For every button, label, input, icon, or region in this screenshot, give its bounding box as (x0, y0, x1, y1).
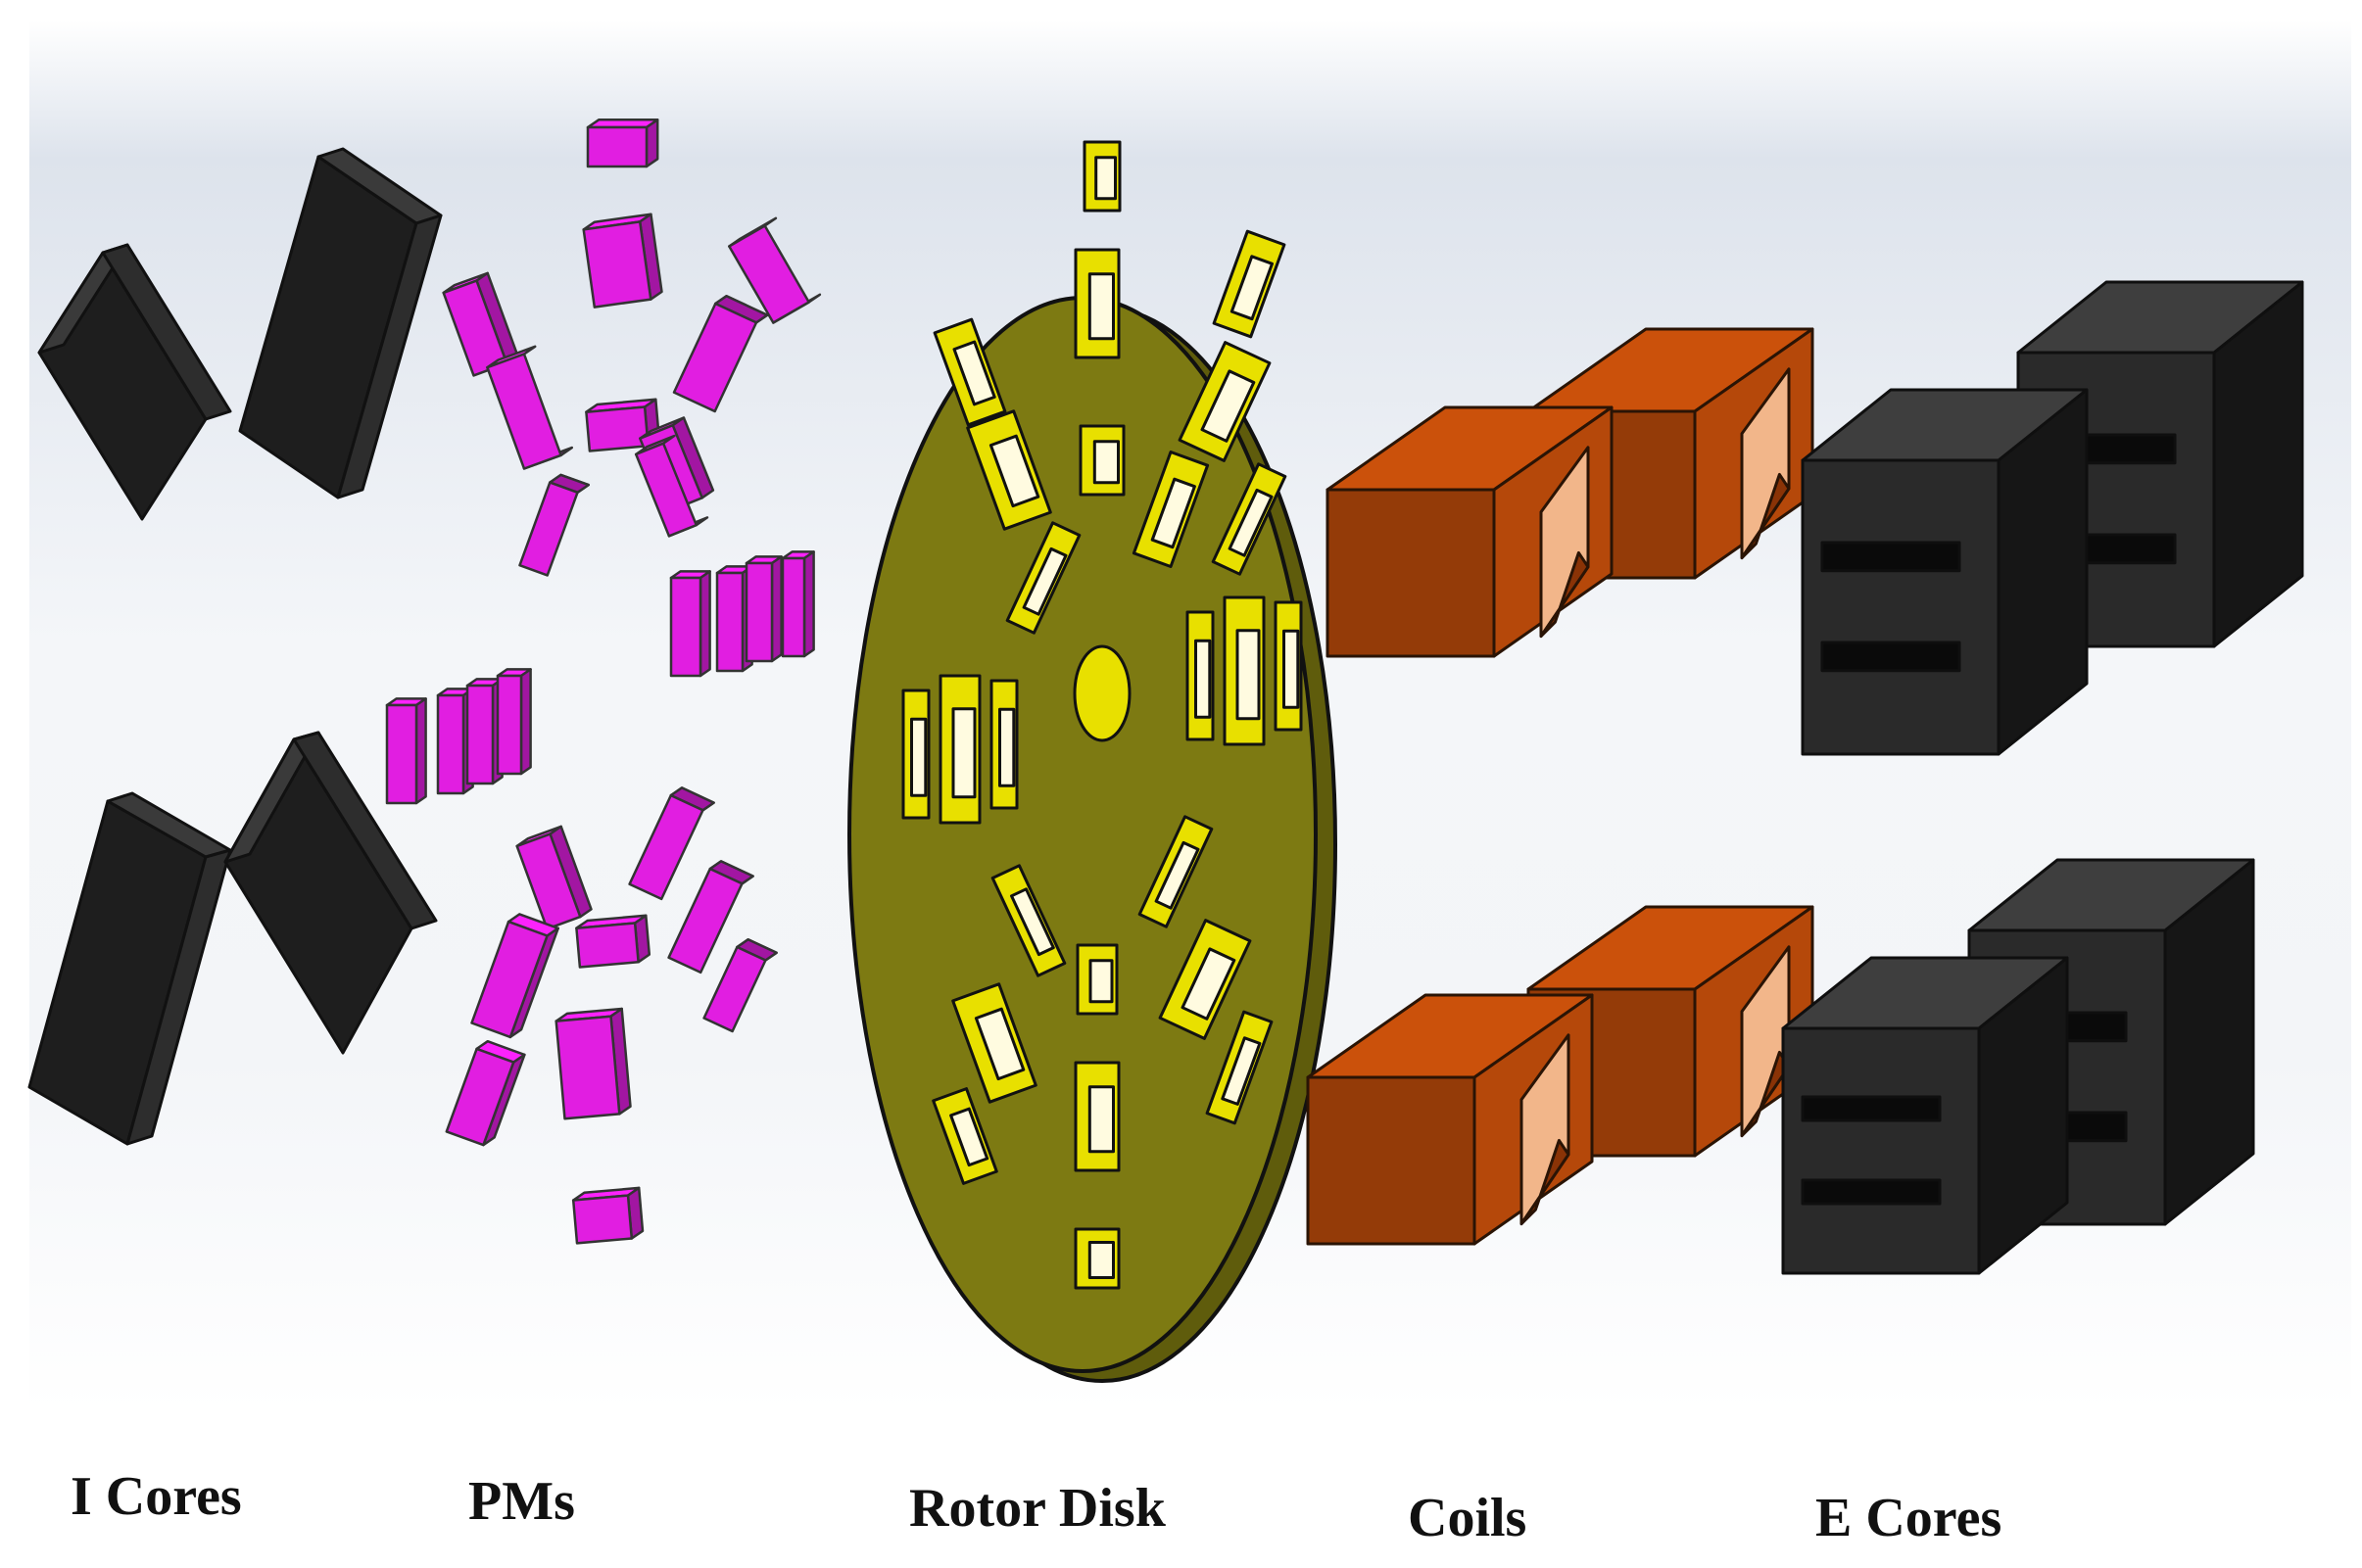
label-i-cores: I Cores (71, 1466, 242, 1527)
pm-magnet (628, 786, 715, 901)
pm-magnet (385, 697, 427, 805)
rotor-slot (901, 689, 931, 820)
rotor-slot (1158, 919, 1252, 1040)
rotor-slot (1211, 462, 1287, 576)
rotor-slot (1212, 229, 1286, 339)
pm-magnet (496, 668, 532, 776)
i-core (223, 731, 438, 1055)
rotor-slot (1079, 424, 1126, 497)
rotor-slot (1223, 595, 1266, 746)
rotor-slot (966, 409, 1052, 531)
pm-magnet (515, 825, 593, 930)
rotor-slot (989, 679, 1019, 810)
pm-magnet (470, 913, 559, 1039)
rotor-slot (1083, 140, 1122, 213)
rotor-slot (1132, 451, 1210, 568)
pm-magnet (669, 570, 711, 678)
rotor-slot (1074, 248, 1121, 359)
rotor-slot (1205, 1010, 1274, 1125)
pm-magnet (445, 1039, 526, 1147)
pm-group (385, 119, 822, 1245)
label-e-cores: E Cores (1815, 1488, 2002, 1548)
label-rotor-disk: Rotor Disk (909, 1478, 1166, 1539)
i-core (37, 243, 232, 521)
rotor-slot (1274, 600, 1303, 732)
pm-magnet (575, 914, 651, 969)
i-core-group (27, 147, 443, 1146)
pm-magnet (486, 345, 574, 470)
label-coils: Coils (1408, 1488, 1527, 1548)
e-core (1801, 388, 2089, 756)
rotor-slot (939, 674, 982, 825)
rotor-slot (1005, 521, 1082, 635)
pm-magnet (745, 555, 783, 663)
rotor-slot-group (901, 140, 1303, 1290)
pm-magnet (634, 434, 709, 538)
i-core (27, 791, 232, 1146)
coil (1306, 993, 1594, 1246)
rotor-slot (990, 864, 1067, 977)
coil (1326, 405, 1614, 658)
rotor-slot (1074, 1061, 1121, 1172)
pm-magnet (442, 271, 519, 377)
pm-magnet (585, 398, 661, 452)
pm-magnet (518, 473, 590, 577)
rotor-slot (1185, 610, 1215, 741)
label-pms: PMs (468, 1471, 575, 1532)
pm-magnet (728, 216, 822, 324)
pm-magnet (554, 1007, 632, 1120)
pm-magnet (672, 295, 769, 413)
e-core (1781, 956, 2069, 1275)
rotor-slot (933, 317, 1007, 427)
rotor-slot (1137, 815, 1214, 928)
rotor-slot (1074, 1227, 1121, 1290)
pm-magnet (702, 938, 778, 1033)
pm-magnet (571, 1186, 645, 1245)
rotor-disk (847, 140, 1337, 1383)
pm-magnet (781, 550, 815, 658)
rotor-slot (1076, 943, 1119, 1016)
i-core (238, 147, 443, 499)
rotor-center-hole (1073, 644, 1132, 742)
pm-magnet (582, 213, 663, 309)
rotor-slot (1178, 341, 1272, 462)
pm-magnet (586, 119, 659, 168)
pm-magnet (667, 860, 754, 974)
e-core-group (1781, 280, 2304, 1275)
rotor-slot (932, 1087, 998, 1185)
rotor-slot (951, 982, 1037, 1104)
